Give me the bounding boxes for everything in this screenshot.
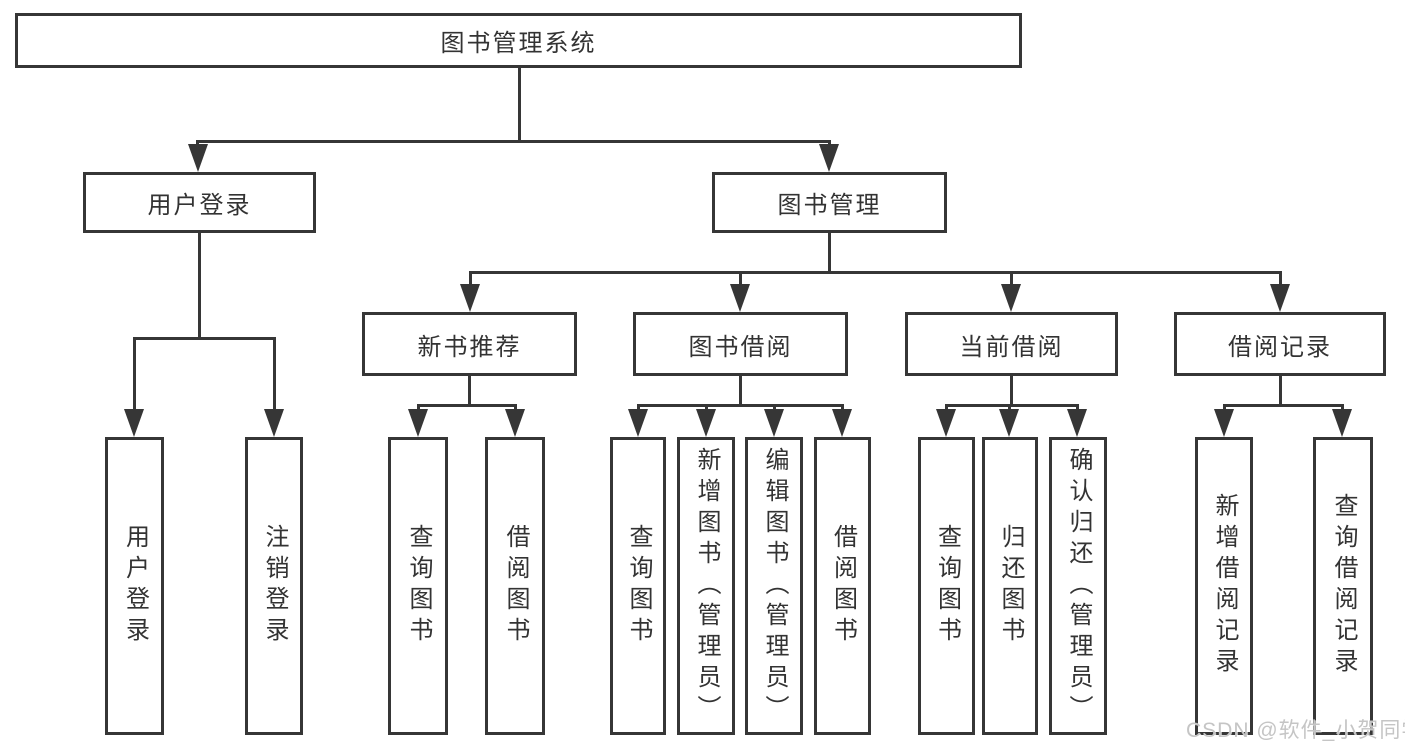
arrow-to-cb-query [936, 409, 956, 437]
leaf-bb-edit-book-admin: 编辑图书（管理员） [745, 437, 803, 735]
leaf-bb-edit-book-admin-label: 编辑图书（管理员） [761, 446, 788, 726]
connector-userlogin-hline [133, 337, 276, 340]
node-current-borrow-label: 当前借阅 [959, 333, 1064, 361]
node-book-borrow: 图书借阅 [633, 312, 848, 376]
leaf-logout: 注销登录 [245, 437, 303, 735]
leaf-cb-query-book-label: 查询图书 [933, 524, 961, 648]
connector-currentborrow-stub-2 [1008, 404, 1011, 413]
leaf-br-add-record: 新增借阅记录 [1195, 437, 1253, 735]
connector-root-hline [197, 140, 831, 143]
connector-bookmgmt-stub-4 [1279, 271, 1282, 287]
arrow-to-nb-query [408, 409, 428, 437]
node-book-borrow-label: 图书借阅 [688, 333, 793, 361]
connector-bookborrow-stub-4 [841, 404, 844, 413]
node-borrow-record-label: 借阅记录 [1228, 333, 1332, 361]
leaf-nb-borrow-book: 借阅图书 [485, 437, 545, 735]
node-new-book-rec-label: 新书推荐 [417, 333, 522, 361]
connector-bookborrow-stub-1 [637, 404, 640, 413]
connector-userlogin-stub-2 [273, 337, 276, 411]
arrow-to-bb-edit [764, 409, 784, 437]
leaf-bb-query-book-label: 查询图书 [625, 524, 652, 648]
connector-bookmgmt-hline [469, 271, 1282, 274]
arrow-to-bb-borrow [832, 409, 852, 437]
connector-currentborrow-vline [1010, 376, 1013, 407]
leaf-bb-query-book: 查询图书 [610, 437, 666, 735]
arrow-to-cb-return [999, 409, 1019, 437]
connector-root-vline [518, 68, 521, 142]
leaf-user-login: 用户登录 [105, 437, 164, 735]
connector-bookborrow-vline [739, 376, 742, 407]
arrow-to-borrow-record [1270, 284, 1290, 312]
leaf-bb-borrow-book-label: 借阅图书 [829, 524, 857, 648]
leaf-nb-borrow-book-label: 借阅图书 [502, 524, 529, 648]
connector-bookmgmt-vline [828, 233, 831, 274]
connector-newbook-vline [468, 376, 471, 407]
connector-borrowrecord-vline [1279, 376, 1282, 407]
leaf-user-login-label: 用户登录 [121, 524, 149, 648]
node-current-borrow: 当前借阅 [905, 312, 1118, 376]
leaf-cb-return-book-label: 归还图书 [997, 524, 1024, 648]
arrow-to-br-query [1332, 409, 1352, 437]
connector-newbook-stub-2 [514, 404, 517, 413]
node-book-mgmt: 图书管理 [712, 172, 947, 233]
leaf-logout-label: 注销登录 [261, 524, 288, 648]
arrow-to-new-book [460, 284, 480, 312]
arrow-to-leaf-logout [264, 409, 284, 437]
connector-bookborrow-stub-3 [773, 404, 776, 413]
arrow-to-nb-borrow [505, 409, 525, 437]
leaf-br-query-record-label: 查询借阅记录 [1330, 493, 1357, 679]
connector-bookmgmt-stub-3 [1010, 271, 1013, 287]
connector-currentborrow-hline [945, 404, 1079, 407]
connector-bookborrow-stub-2 [705, 404, 708, 413]
leaf-br-add-record-label: 新增借阅记录 [1211, 493, 1238, 679]
arrow-to-cb-confirm [1067, 409, 1087, 437]
leaf-bb-add-book-admin: 新增图书（管理员） [677, 437, 735, 735]
connector-userlogin-stub-1 [133, 337, 136, 411]
connector-bookborrow-hline [637, 404, 844, 407]
node-root: 图书管理系统 [15, 13, 1022, 68]
leaf-bb-borrow-book: 借阅图书 [814, 437, 871, 735]
arrow-to-bb-query [628, 409, 648, 437]
connector-currentborrow-stub-3 [1076, 404, 1079, 413]
arrow-to-bb-add [696, 409, 716, 437]
leaf-cb-confirm-return-admin-label: 确认归还（管理员） [1065, 446, 1092, 726]
arrow-to-book-borrow [730, 284, 750, 312]
leaf-nb-query-book-label: 查询图书 [405, 524, 432, 648]
leaf-bb-add-book-admin-label: 新增图书（管理员） [693, 446, 720, 726]
leaf-cb-query-book: 查询图书 [918, 437, 975, 735]
leaf-br-query-record: 查询借阅记录 [1313, 437, 1373, 735]
connector-bookmgmt-stub-2 [739, 271, 742, 287]
leaf-cb-return-book: 归还图书 [982, 437, 1038, 735]
connector-newbook-stub-1 [417, 404, 420, 413]
leaf-cb-confirm-return-admin: 确认归还（管理员） [1049, 437, 1107, 735]
connector-borrowrecord-hline [1223, 404, 1344, 407]
connector-borrowrecord-stub-1 [1223, 404, 1226, 413]
arrow-to-book-mgmt [819, 144, 839, 172]
csdn-watermark: CSDN @软件_小贺同学 [1186, 719, 1405, 742]
connector-borrowrecord-stub-2 [1341, 404, 1344, 413]
node-new-book-rec: 新书推荐 [362, 312, 577, 376]
node-root-label: 图书管理系统 [440, 30, 597, 57]
arrow-to-user-login [188, 144, 208, 172]
arrow-to-br-add [1214, 409, 1234, 437]
node-user-login: 用户登录 [83, 172, 316, 233]
node-book-mgmt-label: 图书管理 [777, 192, 882, 219]
connector-newbook-hline [417, 404, 517, 407]
connector-userlogin-vline [198, 233, 201, 340]
node-user-login-label: 用户登录 [147, 192, 252, 219]
node-borrow-record: 借阅记录 [1174, 312, 1386, 376]
connector-currentborrow-stub-1 [945, 404, 948, 413]
arrow-to-current-borrow [1001, 284, 1021, 312]
connector-bookmgmt-stub-1 [469, 271, 472, 287]
arrow-to-leaf-login [124, 409, 144, 437]
leaf-nb-query-book: 查询图书 [388, 437, 448, 735]
